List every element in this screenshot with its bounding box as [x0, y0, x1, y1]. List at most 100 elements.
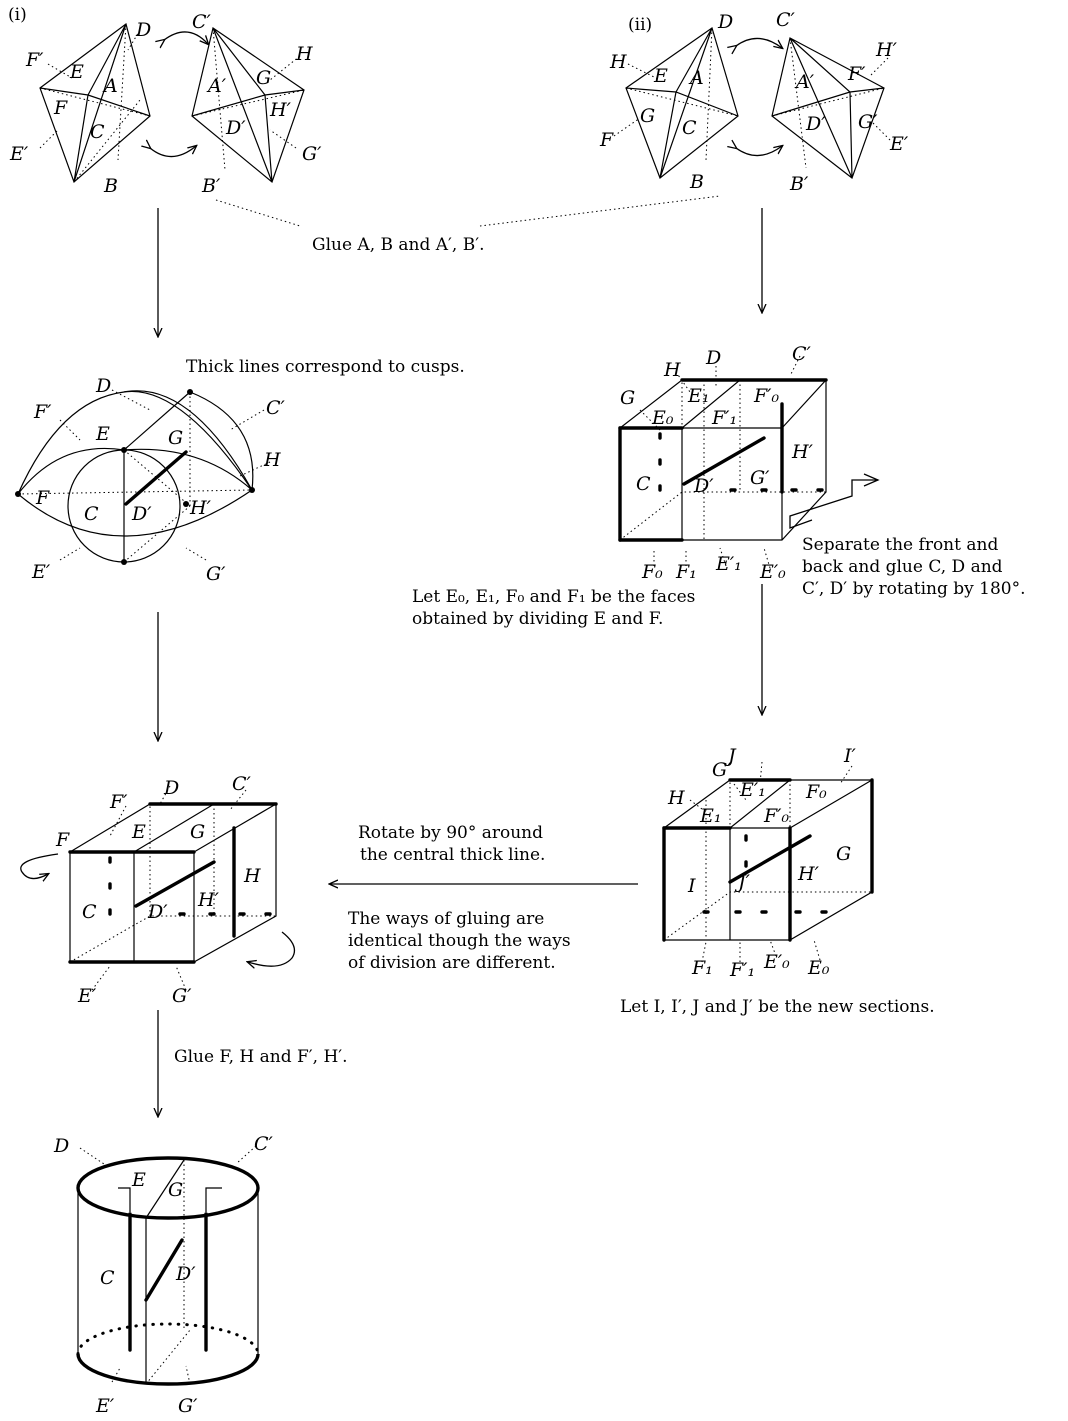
label-I: I	[687, 875, 696, 897]
label-Cp-eye: C′	[266, 397, 286, 419]
label-A: A	[102, 75, 118, 97]
box-iii-cusp-diag	[728, 834, 812, 884]
label-Cp-boxi: C′	[232, 773, 252, 795]
eye-diag-line	[123, 391, 191, 451]
eye-figure: Thick lines correspond to cusps. D F′ E …	[15, 357, 465, 585]
panel-ii-bipyramids: (ii) D H E A G C F B C′ H′ A′ F′ D′ G′ E…	[599, 9, 909, 195]
label-C-ii: C	[682, 117, 697, 139]
label-F1-boxiii: F₁	[691, 957, 713, 979]
label-G-boxiii: G	[836, 843, 851, 865]
label-Fp-ii: F′	[847, 63, 866, 85]
label-Gp-ii: G′	[858, 111, 878, 133]
label-H-boxi: H	[243, 865, 261, 887]
caption-ways-1: The ways of gluing are	[348, 909, 544, 929]
label-Jp: J′	[734, 871, 751, 893]
box-iii-leaders	[689, 761, 853, 963]
eye-vertex-mid	[183, 501, 189, 507]
panel-i-bipyramids: (i) D F′ E A F C E′ B C′ H A′ G D′ H′ G′…	[8, 5, 322, 197]
glue-arrow-bottom-ii[interactable]	[736, 146, 782, 157]
label-A-ii: A	[688, 67, 704, 89]
glue-arrow-top-ii[interactable]	[736, 37, 782, 48]
label-G-eye: G	[168, 427, 183, 449]
label-F-boxi: F	[55, 829, 70, 851]
label-F1p-box: F′₁	[711, 407, 737, 429]
box-iii-hidden	[663, 780, 872, 941]
label-C-cyl: C	[100, 1267, 115, 1289]
cylinder-slits	[118, 1187, 222, 1212]
label-F0p-box: F′₀	[753, 385, 779, 407]
label-Hp-ii: H′	[875, 39, 898, 61]
eye-leaders	[59, 389, 271, 561]
cylinder: D C′ E G C D′ E′ G′	[53, 1133, 274, 1417]
label-H: H	[295, 43, 313, 65]
label-H-eye: H	[263, 449, 281, 471]
label-Dp: D′	[225, 117, 246, 139]
panel-label-ii: (ii)	[628, 15, 652, 35]
label-D-boxi: D	[163, 777, 179, 799]
box-iii: J I′ G′ E′₁ F₀ H E₁ F′₀ G H′ I J′ F₁ F′₁…	[620, 745, 935, 1017]
label-F0-box: F₀	[641, 561, 663, 583]
rotate-arrow-left[interactable]	[20, 853, 59, 879]
caption-glue-ab: Glue A, B and A′, B′.	[312, 235, 484, 255]
bipyramid-left-hidden	[39, 23, 151, 183]
eye-upper-curves	[123, 390, 254, 491]
label-Ap: A′	[206, 75, 227, 97]
label-E-eye: E	[95, 423, 110, 445]
label-Gp: G′	[302, 143, 322, 165]
eye-cusp-line	[124, 450, 188, 506]
caption-let-e-1: Let E₀, E₁, F₀ and F₁ be the faces	[412, 587, 695, 607]
bipyramid-right-ii-hidden	[771, 37, 885, 169]
rotate-arrow-ii[interactable]	[789, 479, 878, 529]
label-E-boxi: E	[131, 821, 146, 843]
label-F-eye: F	[35, 487, 50, 509]
box-ii-hidden	[619, 380, 826, 541]
label-H-ii: H	[609, 51, 627, 73]
label-G-cyl: G	[168, 1179, 183, 1201]
label-D-cyl: D	[53, 1135, 69, 1157]
box-i: D C′ F′ F E G H H′ C D′ E′ G′	[20, 773, 296, 1007]
label-Hp-box: H′	[791, 441, 814, 463]
eye-hidden-lines	[17, 392, 253, 563]
glue-arrow-top-i[interactable]	[164, 31, 208, 44]
label-Bp: B′	[201, 175, 221, 197]
rotate-arrow-right[interactable]	[248, 931, 296, 966]
label-E-cyl: E	[131, 1169, 146, 1191]
cylinder-hidden	[79, 1145, 257, 1385]
bipyramid-right-hidden	[191, 27, 305, 171]
label-C-eye: C	[84, 503, 99, 525]
label-Dp-ii: D′	[805, 113, 826, 135]
label-D-eye: D	[95, 375, 111, 397]
label-H-boxiii: H	[667, 787, 685, 809]
caption-ways-2: identical though the ways	[348, 931, 571, 951]
label-E1p-box: E′₁	[715, 553, 742, 575]
caption-let-i: Let I, I′, J and J′ be the new sections.	[620, 997, 935, 1017]
label-Cp-box: C′	[792, 343, 812, 365]
label-Gp-boxiii: G′	[712, 759, 732, 781]
label-E1p-boxiii: E′₁	[739, 779, 766, 801]
label-Ap-ii: A′	[794, 71, 815, 93]
label-F0-boxiii: F₀	[805, 781, 827, 803]
eye-vertex-back	[187, 389, 193, 395]
label-E0p-boxiii: E′₀	[763, 951, 790, 973]
eye-vertex-top	[121, 447, 127, 453]
label-Ip: I′	[843, 745, 857, 767]
label-G-boxi: G	[190, 821, 205, 843]
label-G: G	[256, 67, 271, 89]
glue-arrow-bottom-i[interactable]	[150, 146, 196, 158]
label-Fp-eye: F′	[33, 401, 52, 423]
label-D: D	[135, 19, 151, 41]
label-D-box: D	[705, 347, 721, 369]
caption-ways-3: of division are different.	[348, 953, 556, 973]
eye-vertex-bottom	[121, 559, 127, 565]
label-Fp-boxi: F′	[109, 791, 128, 813]
label-F1-box: F₁	[675, 561, 697, 583]
label-Gp-boxi: G′	[172, 985, 192, 1007]
label-Ep-cyl: E′	[95, 1395, 115, 1417]
glue-ab-leaders	[215, 195, 721, 227]
label-Bp-ii: B′	[789, 173, 809, 195]
label-Dp-cyl: D′	[175, 1263, 196, 1285]
eye-vertex-left	[15, 491, 21, 497]
label-Hp: H′	[269, 99, 292, 121]
